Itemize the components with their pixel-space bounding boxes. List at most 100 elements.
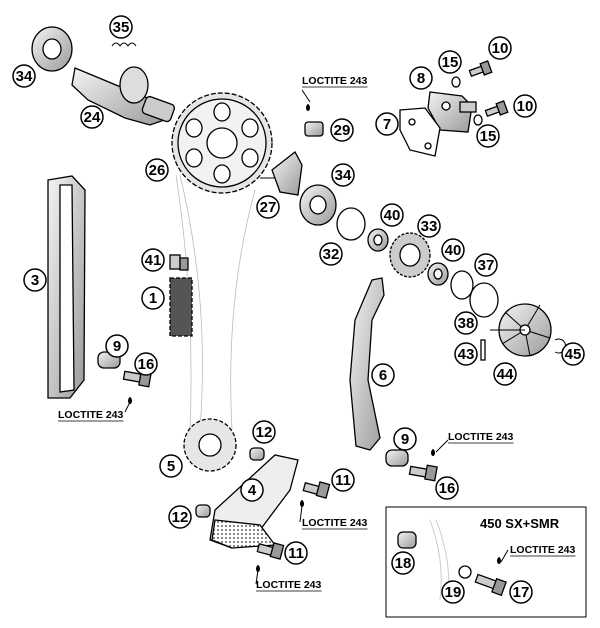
callout-number: 12 bbox=[172, 509, 189, 526]
callout-circle bbox=[159, 454, 183, 478]
part-callout-6: 6 bbox=[371, 363, 395, 387]
callout-number: 35 bbox=[113, 19, 130, 36]
inset-title: 450 SX+SMR bbox=[480, 516, 560, 531]
part-callout-40: 40 bbox=[441, 238, 465, 262]
callout-number: 15 bbox=[480, 128, 497, 145]
part-callout-10: 10 bbox=[488, 36, 512, 60]
callout-number: 9 bbox=[401, 431, 409, 448]
sprocket-5 bbox=[183, 418, 237, 472]
chain-link-41 bbox=[169, 254, 189, 271]
callout-circle bbox=[12, 64, 36, 88]
loctite-label: LOCTITE 243 bbox=[302, 517, 368, 529]
part-callout-45: 45 bbox=[561, 342, 585, 366]
callout-number: 8 bbox=[417, 70, 425, 87]
part-callout-37: 37 bbox=[474, 253, 498, 277]
callout-circle bbox=[441, 238, 465, 262]
callout-number: 19 bbox=[445, 584, 462, 601]
chain-rail-3 bbox=[47, 175, 86, 399]
bolt-16-right bbox=[408, 449, 438, 482]
gear-33 bbox=[389, 232, 431, 278]
part-callout-27: 27 bbox=[256, 195, 280, 219]
callout-number: 16 bbox=[138, 356, 155, 373]
callout-circle bbox=[454, 311, 478, 335]
part-callout-8: 8 bbox=[409, 66, 433, 90]
callout-circle bbox=[513, 94, 537, 118]
callout-circle bbox=[80, 105, 104, 129]
part-callout-17: 17 bbox=[509, 580, 533, 604]
part-callout-43: 43 bbox=[454, 342, 478, 366]
callout-circle bbox=[141, 248, 165, 272]
bolt-10-top bbox=[468, 60, 493, 78]
timing-chain-1 bbox=[169, 277, 193, 337]
bolt-10-bottom bbox=[484, 100, 509, 118]
callout-number: 16 bbox=[439, 480, 456, 497]
part-callout-26: 26 bbox=[145, 158, 169, 182]
callout-circle bbox=[252, 420, 276, 444]
tensioner-rail-6 bbox=[349, 277, 385, 451]
callout-circle bbox=[109, 15, 133, 39]
oring-37 bbox=[450, 270, 474, 300]
callout-number: 18 bbox=[395, 555, 412, 572]
callout-circle bbox=[493, 362, 517, 386]
callout-number: 40 bbox=[445, 242, 462, 259]
bushing-12-top bbox=[249, 447, 265, 461]
part-callout-38: 38 bbox=[454, 311, 478, 335]
callout-circle bbox=[319, 242, 343, 266]
callout-circle bbox=[380, 203, 404, 227]
callout-number: 26 bbox=[149, 162, 166, 179]
callout-circle bbox=[561, 342, 585, 366]
callout-number: 11 bbox=[288, 545, 304, 562]
callout-number: 27 bbox=[260, 199, 277, 216]
callout-circle bbox=[393, 427, 417, 451]
pin-43 bbox=[480, 339, 486, 361]
callout-circle bbox=[454, 342, 478, 366]
gasket-7 bbox=[399, 107, 441, 157]
callout-number: 11 bbox=[335, 472, 351, 489]
callout-circle bbox=[438, 50, 462, 74]
decompressor-27 bbox=[260, 151, 303, 196]
part-callout-11: 11 bbox=[284, 541, 308, 565]
bearing-34-middle bbox=[299, 184, 337, 226]
bearing-40-left bbox=[367, 228, 389, 252]
part-callout-16: 16 bbox=[134, 352, 158, 376]
bushing-12-bottom bbox=[195, 504, 211, 518]
callout-circle bbox=[23, 268, 47, 292]
inset-parts bbox=[397, 519, 507, 601]
callout-circle bbox=[375, 112, 399, 136]
callout-number: 7 bbox=[383, 116, 391, 133]
sprocket-26 bbox=[171, 92, 273, 194]
callout-number: 37 bbox=[478, 257, 495, 274]
callout-number: 9 bbox=[113, 338, 121, 355]
bolt-29 bbox=[304, 104, 324, 137]
callout-circle bbox=[417, 214, 441, 238]
callout-number: 44 bbox=[497, 366, 514, 383]
impeller-44 bbox=[490, 303, 552, 357]
callout-number: 12 bbox=[256, 424, 273, 441]
callout-number: 6 bbox=[379, 367, 387, 384]
part-callout-34: 34 bbox=[331, 163, 355, 187]
part-callout-15: 15 bbox=[476, 124, 500, 148]
part-callout-12: 12 bbox=[252, 420, 276, 444]
callout-circle bbox=[141, 286, 165, 310]
callout-number: 33 bbox=[421, 218, 438, 235]
part-callout-19: 19 bbox=[441, 580, 465, 604]
callout-circle bbox=[330, 118, 354, 142]
callout-circle bbox=[331, 468, 355, 492]
part-callout-9: 9 bbox=[393, 427, 417, 451]
callout-circle bbox=[331, 163, 355, 187]
bushing-9-right bbox=[385, 449, 409, 467]
callout-circle bbox=[256, 195, 280, 219]
bearing-40-right bbox=[427, 262, 449, 286]
callout-circle bbox=[474, 253, 498, 277]
loctite-label: LOCTITE 243 bbox=[256, 579, 322, 591]
callout-number: 38 bbox=[458, 315, 475, 332]
camshaft-24 bbox=[71, 66, 176, 126]
callout-circle bbox=[509, 580, 533, 604]
part-callout-7: 7 bbox=[375, 112, 399, 136]
part-callout-16: 16 bbox=[435, 476, 459, 500]
callout-circle bbox=[409, 66, 433, 90]
callout-circle bbox=[145, 158, 169, 182]
oring-38 bbox=[469, 282, 499, 318]
